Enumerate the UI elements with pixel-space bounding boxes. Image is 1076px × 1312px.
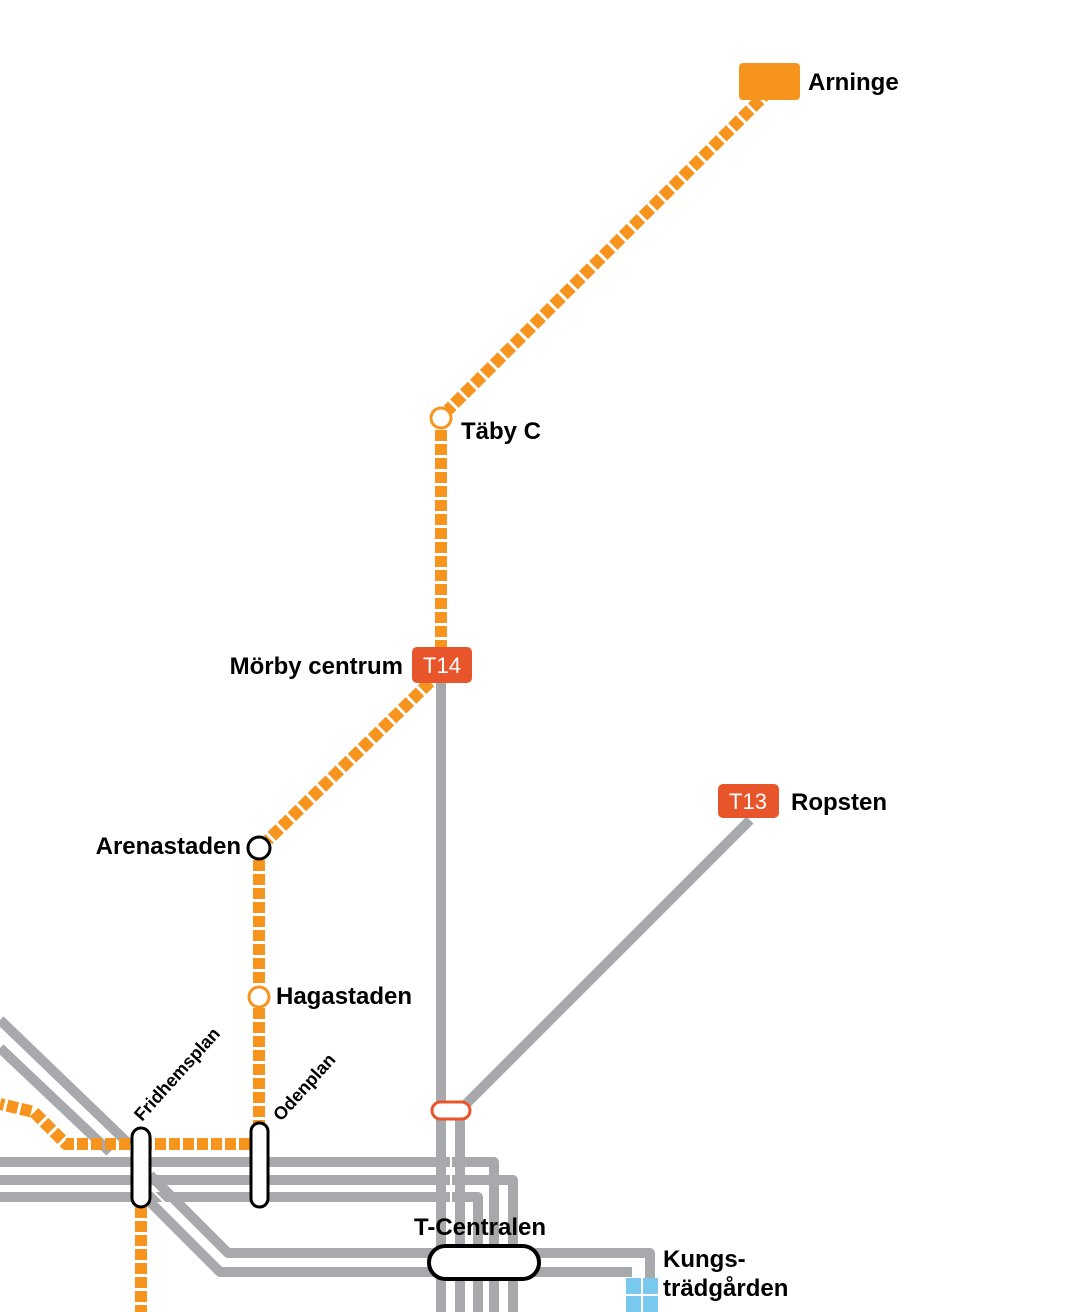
station-red-junction[interactable]: [430, 1100, 472, 1121]
metro-line-northwest-2: [0, 1044, 114, 1156]
label-fridhemsplan: Fridhemsplan: [130, 1024, 224, 1125]
t14-badge[interactable]: T14: [412, 647, 472, 683]
separator-northwest: [0, 1033, 123, 1151]
orange-segment-west: [0, 1098, 130, 1150]
station-taby-c[interactable]: [429, 406, 453, 430]
orange-segment-morby-arenastaden: [263, 677, 435, 845]
label-hagastaden: Hagastaden: [276, 983, 412, 1010]
label-t-centralen: T-Centralen: [414, 1214, 546, 1241]
t14-badge-label: T14: [423, 653, 461, 678]
label-morby-centrum: Mörby centrum: [230, 653, 403, 680]
label-taby-c: Täby C: [461, 418, 541, 445]
label-arenastaden: Arenastaden: [96, 833, 241, 860]
label-ropsten: Ropsten: [791, 789, 887, 816]
t13-badge-label: T13: [729, 789, 767, 814]
station-odenplan[interactable]: [249, 1121, 270, 1209]
orange-segment-arninge-taby: [443, 85, 775, 415]
t13-badge-box: [718, 784, 779, 818]
label-odenplan: Odenplan: [269, 1050, 339, 1125]
orange-line: [0, 85, 775, 1312]
metro-line-northwest: [0, 1016, 134, 1149]
t13-badge[interactable]: T13: [718, 784, 779, 818]
station-hagastaden[interactable]: [247, 985, 271, 1009]
label-arninge: Arninge: [808, 69, 899, 96]
label-kungstradgarden-line2: trädgården: [663, 1275, 788, 1302]
metro-line-ropsten: [456, 816, 754, 1114]
blue-tram-stub: [626, 1278, 658, 1312]
t14-badge-box: [412, 647, 472, 683]
station-t-centralen[interactable]: [427, 1244, 541, 1281]
label-kungstradgarden-line1: Kungs-: [663, 1246, 746, 1273]
station-arenastaden[interactable]: [246, 835, 272, 861]
station-fridhemsplan[interactable]: [130, 1126, 152, 1209]
station-arninge-terminus[interactable]: [739, 63, 800, 100]
